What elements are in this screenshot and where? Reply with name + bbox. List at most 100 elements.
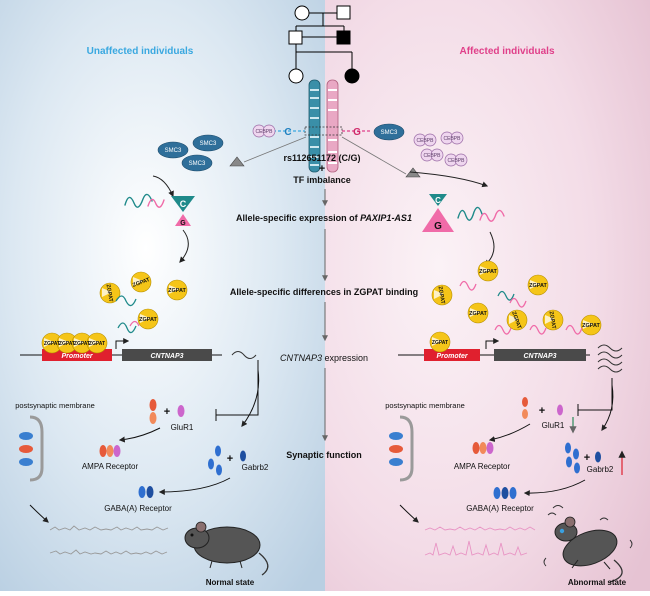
- svg-text:G: G: [434, 221, 442, 232]
- gaba-receptor-right: GABA(A) Receptor: [466, 487, 534, 513]
- svg-text:C: C: [435, 196, 441, 205]
- svg-text:postsynaptic membrane: postsynaptic membrane: [385, 401, 465, 410]
- cebpb-label-left: CEBPB: [256, 129, 274, 135]
- svg-text:CEBPB: CEBPB: [448, 158, 466, 164]
- postsynaptic-membrane-left: postsynaptic membrane: [15, 401, 95, 482]
- promoter-label-left: Promoter: [61, 353, 93, 360]
- glur1-subunits-left: + GluR1: [149, 399, 194, 432]
- regulation-left: [215, 360, 260, 427]
- svg-text:CEBPB: CEBPB: [417, 138, 435, 144]
- gaba-receptor-left: GABA(A) Receptor: [104, 486, 172, 513]
- svg-text:SMC3: SMC3: [189, 161, 206, 167]
- lncrna-transcripts-left: [124, 193, 165, 208]
- svg-text:SMC3: SMC3: [165, 148, 182, 154]
- gene-locus-right: Promoter CNTNAP3 ZGPAT: [398, 331, 590, 361]
- tf-imbalance: TF imbalance: [293, 175, 351, 185]
- allele-c-label: C: [284, 127, 291, 138]
- glur1-label-left: GluR1: [171, 423, 194, 432]
- step-3-label: CNTNAP3 expression: [280, 353, 368, 363]
- smc3-label-right: SMC3: [381, 130, 398, 136]
- cntnap3-label-left: CNTNAP3: [150, 353, 183, 360]
- glur1-label-right: GluR1: [542, 421, 565, 430]
- cebpb-cluster-right: CEBPB CEBPB CEBPB CEBPB: [413, 131, 468, 167]
- svg-text:ZGPAT: ZGPAT: [89, 341, 105, 347]
- svg-text:ZGPAT: ZGPAT: [469, 311, 487, 317]
- promoter-label-right: Promoter: [436, 353, 468, 360]
- zgpat-cluster-left: ZGPAT ZGPAT ZGPAT ZGPAT: [99, 271, 188, 334]
- connector-right: [341, 136, 407, 175]
- allele-hourglass-right: C G: [422, 194, 454, 232]
- connector-left: [243, 136, 307, 163]
- mouse-abnormal: [543, 505, 633, 583]
- unaffected-header: Unaffected individuals: [87, 46, 194, 57]
- step-4-label: Synaptic function: [286, 450, 362, 460]
- svg-text:+: +: [164, 406, 170, 418]
- arrow-to-trace-right: [399, 504, 419, 523]
- mrna-left: [231, 351, 257, 359]
- svg-text:ZGPAT: ZGPAT: [168, 288, 186, 294]
- svg-text:ZGPAT: ZGPAT: [437, 286, 446, 305]
- svg-text:SMC3: SMC3: [200, 141, 217, 147]
- svg-text:CEBPB: CEBPB: [424, 153, 442, 159]
- svg-text:+: +: [539, 405, 545, 417]
- svg-text:G: G: [180, 220, 186, 227]
- svg-text:ZGPAT: ZGPAT: [59, 341, 75, 347]
- arrow-to-ampa-left: [118, 427, 161, 443]
- ampa-receptor-right: AMPA Receptor: [454, 442, 511, 471]
- glur1-subunits-right: + GluR1: [522, 397, 577, 434]
- regulation-right: [577, 378, 614, 431]
- step-2-label: Allele-specific differences in ZGPAT bin…: [230, 287, 418, 297]
- neural-trace-right: [424, 526, 536, 556]
- gabrb2-label-right: Gabrb2: [587, 465, 614, 474]
- svg-text:ZGPAT: ZGPAT: [582, 323, 600, 329]
- snp-plus: +: [319, 163, 325, 175]
- neural-trace-left: [49, 525, 169, 555]
- smc3-cluster-left: SMC3 SMC3 SMC3: [157, 134, 224, 172]
- svg-text:ZGPAT: ZGPAT: [132, 277, 151, 289]
- arrow-left-to-zgpat: [179, 229, 189, 263]
- lncrna-transcripts-right: [457, 206, 505, 222]
- chromosome-pair: [304, 79, 343, 173]
- gaba-label-right: GABA(A) Receptor: [466, 504, 534, 513]
- step-1-label: Allele-specific expression of PAXIP1-AS1: [236, 213, 412, 223]
- svg-text:ZGPAT: ZGPAT: [74, 341, 90, 347]
- allele-hourglass-left: C G: [171, 196, 195, 227]
- svg-text:ZGPAT: ZGPAT: [510, 311, 522, 330]
- svg-text:ZGPAT: ZGPAT: [105, 284, 114, 303]
- right-panel-background: [325, 0, 650, 591]
- svg-text:ZGPAT: ZGPAT: [548, 311, 557, 330]
- svg-text:ZGPAT: ZGPAT: [432, 340, 448, 346]
- svg-text:+: +: [227, 453, 233, 465]
- pedigree-chart: [288, 5, 360, 84]
- gabrb2-subunits-right: + Gabrb2: [565, 442, 626, 475]
- affected-header: Affected individuals: [459, 46, 554, 57]
- allele-g-label: G: [353, 127, 361, 138]
- svg-text:C: C: [180, 199, 187, 209]
- svg-text:CEBPB: CEBPB: [444, 136, 462, 142]
- gabrb2-subunits-left: + Gabrb2: [208, 445, 269, 476]
- svg-text:postsynaptic membrane: postsynaptic membrane: [15, 401, 95, 410]
- abnormal-state-label: Abnormal state: [568, 578, 627, 587]
- snp-id: rs112651172 (C/G): [283, 153, 360, 163]
- gabrb2-label-left: Gabrb2: [242, 463, 269, 472]
- arrow-to-ampa-right: [488, 423, 531, 442]
- svg-text:ZGPAT: ZGPAT: [139, 317, 157, 323]
- postsynaptic-membrane-right: postsynaptic membrane: [385, 401, 465, 482]
- cntnap3-label-right: CNTNAP3: [523, 353, 556, 360]
- mrna-right: [597, 344, 623, 373]
- gaba-label-left: GABA(A) Receptor: [104, 504, 172, 513]
- arrow-to-gaba-right: [523, 479, 586, 497]
- svg-text:ZGPAT: ZGPAT: [479, 269, 497, 275]
- ampa-receptor-left: AMPA Receptor: [82, 445, 139, 471]
- zgpat-cluster-right: ZGPAT ZGPAT ZGPAT ZGPAT ZGPAT ZGPAT ZGPA…: [431, 260, 602, 336]
- svg-text:+: +: [584, 452, 590, 464]
- arrow-to-trace-left: [29, 504, 49, 523]
- normal-state-label: Normal state: [206, 578, 255, 587]
- svg-text:ZGPAT: ZGPAT: [529, 283, 547, 289]
- mouse-normal: [184, 521, 269, 576]
- arrow-to-gaba-left: [158, 477, 231, 495]
- ampa-label-right: AMPA Receptor: [454, 462, 511, 471]
- ampa-label-left: AMPA Receptor: [82, 462, 139, 471]
